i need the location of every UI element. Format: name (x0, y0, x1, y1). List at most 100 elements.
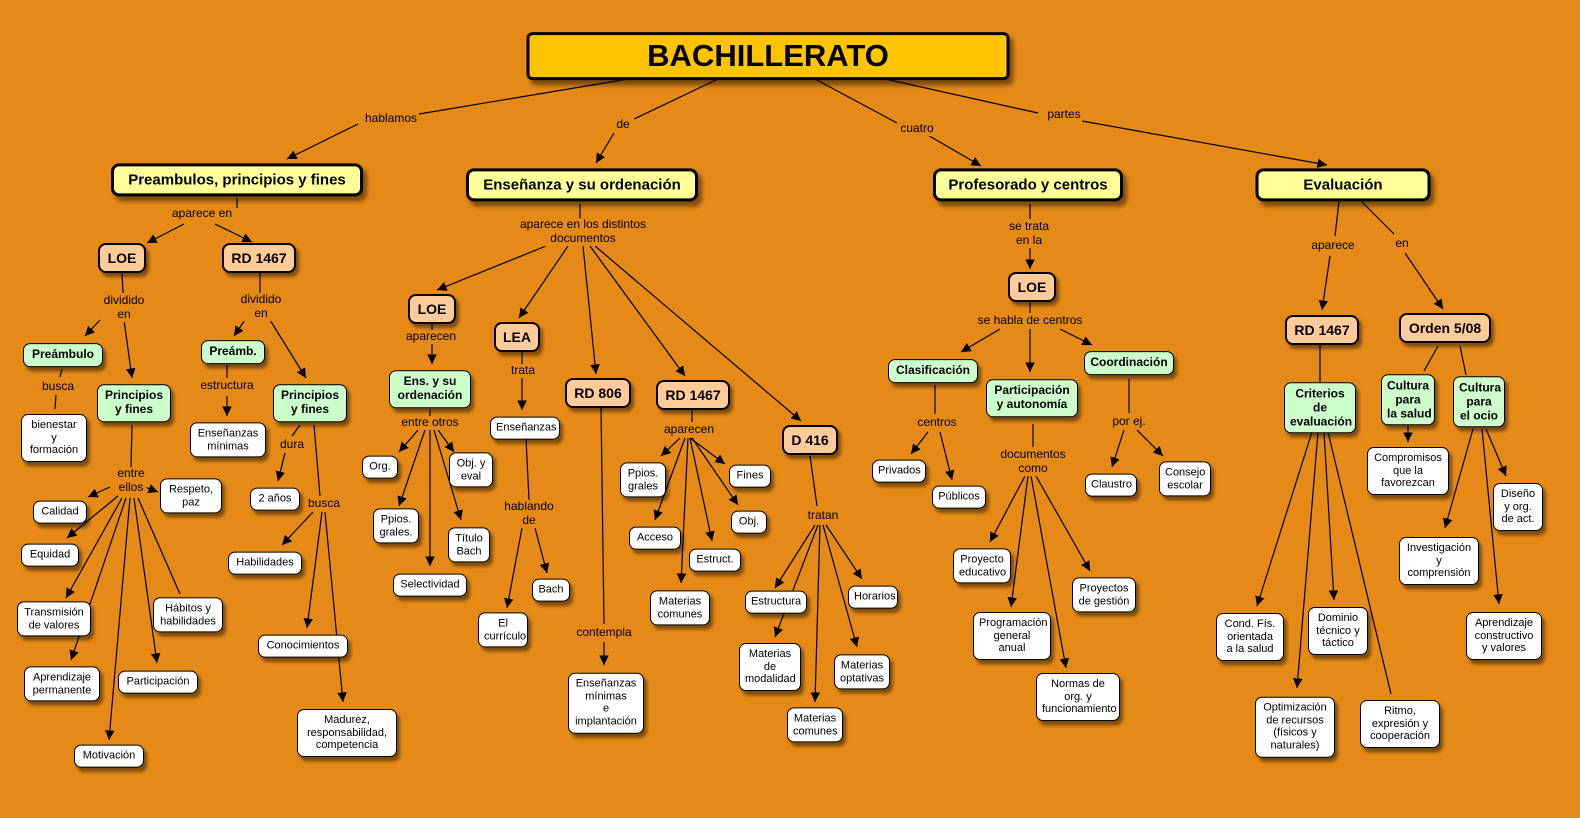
link-label-documentos-como: documentos como (998, 447, 1068, 476)
doc-lea: LEA (494, 321, 540, 353)
link-label-centros: centros (915, 415, 959, 430)
leaf-habilidades: Habilidades (228, 551, 302, 575)
link-label-en: en (1393, 236, 1411, 251)
concept-ensenanza: Enseñanza y su ordenación (466, 168, 698, 202)
doc-orden-5-08: Orden 5/08 (1399, 312, 1491, 344)
leaf-estruct: Estruct. (689, 548, 741, 572)
concept-preamb: Preámb. (201, 340, 265, 364)
leaf-optimizacion: Optimización de recursos (físicos y natu… (1255, 696, 1335, 758)
concept-clasificacion: Clasificación (888, 359, 978, 383)
link-label-aparece-distintos: aparece en los distintos documentos (517, 217, 649, 246)
concept-cultura-salud: Cultura para la salud (1381, 374, 1435, 426)
leaf-publicos: Públicos (932, 485, 986, 509)
leaf-titulo-bach: Título Bach (448, 527, 490, 563)
leaf-obj: Obj. (731, 510, 767, 534)
leaf-selectividad: Selectividad (393, 573, 467, 597)
doc-rd1467-1: RD 1467 (222, 242, 296, 274)
leaf-estructura: Estructura (745, 590, 807, 614)
concept-coordinacion: Coordinación (1084, 351, 1174, 375)
leaf-claustro: Claustro (1085, 473, 1137, 497)
link-label-entre-ellos: entre ellos (115, 466, 147, 495)
link-label-por-ej: por ej. (1110, 414, 1148, 429)
leaf-ppios-grales-2: Ppios. grales (620, 462, 666, 498)
leaf-fines: Fines (729, 464, 771, 488)
leaf-ppios-grales-1: Ppios. grales. (373, 508, 419, 544)
leaf-proyectos-gestion: Proyectos de gestión (1072, 577, 1136, 613)
doc-rd806: RD 806 (565, 377, 631, 409)
title-node: BACHILLERATO (526, 32, 1010, 80)
leaf-ens-min-implantacion: Enseñanzas mínimas e implantación (568, 672, 644, 734)
concept-ens-ordenacion: Ens. y su ordenación (389, 370, 471, 408)
link-label-trata: trata (508, 363, 538, 378)
link-label-aparecen-2: aparecen (661, 422, 717, 437)
leaf-programacion: Programación general anual (973, 612, 1051, 660)
leaf-diseno: Diseño y org. de act. (1493, 483, 1543, 531)
leaf-org: Org. (362, 455, 398, 479)
leaf-compromisos: Compromisos que la favorezcan (1367, 447, 1449, 495)
leaf-ritmo: Ritmo, expresión y cooperación (1360, 700, 1440, 748)
link-label-busca-2: busca (305, 496, 343, 511)
link-label-aparecen-1: aparecen (403, 329, 459, 344)
leaf-investigacion: Investigación y comprensión (1399, 537, 1479, 585)
link-label-entre-otros: entre otros (399, 415, 461, 430)
leaf-normas: Normas de org. y funcionamiento (1036, 673, 1120, 721)
link-label-dividido-en-2: dividido en (238, 292, 284, 321)
leaf-materias-optativas: Materias optativas (834, 654, 890, 690)
leaf-participacion: Participación (118, 670, 198, 694)
link-label-hablamos: hablamos (362, 111, 420, 126)
concept-profesorado: Profesorado y centros (933, 168, 1123, 202)
link-label-cuatro: cuatro (898, 121, 936, 136)
leaf-transmision: Transmisión de valores (17, 601, 91, 637)
leaf-calidad: Calidad (33, 500, 87, 524)
concept-criterios-evaluacion: Criterios de evaluación (1284, 382, 1356, 434)
concept-preambulo: Preámbulo (23, 343, 103, 367)
doc-rd1467-3: RD 1467 (1285, 314, 1359, 346)
concept-principios-fines-1: Principios y fines (97, 384, 171, 422)
leaf-materias-comunes-2: Materias comunes (787, 707, 843, 743)
doc-rd1467-2: RD 1467 (656, 379, 730, 411)
leaf-materias-comunes-1: Materias comunes (650, 590, 710, 626)
leaf-privados: Privados (872, 459, 926, 483)
link-label-se-trata-en-la: se trata en la (1006, 219, 1052, 248)
link-label-aparece: aparece (1309, 238, 1357, 253)
concept-preambulos: Preambulos, principios y fines (111, 163, 363, 197)
concept-cultura-ocio: Cultura para el ocio (1453, 376, 1505, 428)
link-label-partes: partes (1045, 107, 1083, 122)
leaf-materias-modalidad: Materias de modalidad (739, 643, 801, 691)
link-label-busca-1: busca (39, 379, 77, 394)
doc-d416: D 416 (782, 424, 838, 456)
doc-loe-3: LOE (1008, 271, 1056, 303)
leaf-respeto: Respeto, paz (160, 478, 222, 514)
link-label-de: de (614, 117, 632, 132)
concept-evaluacion: Evaluación (1255, 168, 1431, 202)
concept-principios-fines-2: Principios y fines (273, 384, 347, 422)
concept-participacion-autonomia: Participación y autonomía (986, 379, 1078, 417)
link-label-estructura: estructura (198, 378, 256, 393)
leaf-2-anos: 2 años (250, 487, 300, 511)
leaf-el-curriculo: El currículo (478, 612, 528, 648)
leaf-consejo-escolar: Consejo escolar (1159, 461, 1211, 497)
link-label-dura: dura (277, 437, 307, 452)
link-label-tratan: tratan (805, 508, 841, 523)
leaf-cond-fis: Cond. Fís. orientada a la salud (1216, 613, 1284, 661)
leaf-dominio: Dominio técnico y táctico (1308, 607, 1368, 655)
doc-loe-2: LOE (408, 293, 456, 325)
link-label-contempla: contempla (574, 625, 634, 640)
leaf-aprendizaje-constructivo: Aprendizaje constructivo y valores (1466, 612, 1542, 660)
leaf-proyecto-educativo: Proyecto educativo (953, 548, 1011, 584)
link-label-dividido-en-1: dividido en (101, 293, 147, 322)
leaf-equidad: Equidad (21, 543, 79, 567)
leaf-aprendizaje-permanente: Aprendizaje permanente (24, 666, 100, 702)
leaf-horarios: Horarios (848, 585, 898, 609)
link-label-hablando-de: hablando de (502, 499, 556, 528)
leaf-ensenanzas: Enseñanzas (490, 416, 560, 440)
leaf-habitos: Hábitos y habilidades (153, 597, 223, 633)
link-label-se-habla-de-centros: se habla de centros (975, 313, 1085, 328)
leaf-conocimientos: Conocimientos (258, 634, 348, 658)
leaf-motivacion: Motivación (74, 744, 144, 768)
doc-loe-1: LOE (98, 242, 146, 274)
link-label-aparece-en: aparece en (169, 206, 235, 221)
leaf-bach: Bach (532, 578, 570, 602)
leaf-acceso: Acceso (629, 526, 681, 550)
